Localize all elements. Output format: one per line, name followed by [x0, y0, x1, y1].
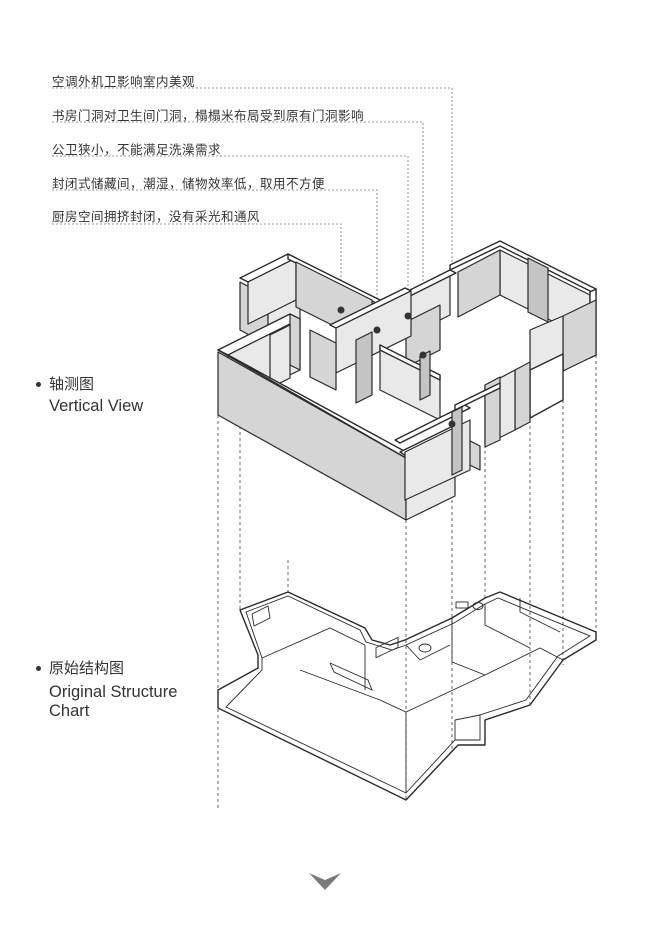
original-structure-plan	[217, 591, 597, 801]
marker-bathroom	[404, 312, 412, 320]
projection-lines	[217, 330, 597, 808]
annotation-leaders	[52, 87, 453, 392]
section-label-axonometric: 轴测图 Vertical View	[36, 373, 143, 416]
original-title-en-line1: Original Structure	[49, 683, 178, 701]
axonometric-title-en: Vertical View	[49, 397, 144, 415]
bullet-dot-icon	[36, 666, 41, 671]
annotation-1: 空调外机卫影响室内美观	[52, 74, 196, 89]
marker-kitchen	[337, 306, 345, 314]
axonometric-title-cn: 轴测图	[49, 375, 95, 393]
annotation-5: 厨房空间拥挤封闭，没有采光和通风	[52, 209, 261, 224]
original-title-en-line2: Chart	[49, 702, 90, 720]
marker-ac-unit	[448, 420, 456, 428]
marker-storage	[373, 326, 381, 334]
chevron-down-icon[interactable]	[309, 873, 341, 890]
original-title-cn: 原始结构图	[49, 659, 125, 677]
axonometric-model	[217, 240, 597, 521]
section-label-original: 原始结构图 Original Structure Chart	[36, 657, 177, 721]
marker-study-door	[419, 351, 427, 359]
annotation-4: 封闭式储藏间，潮湿，储物效率低，取用不方便	[52, 176, 326, 191]
annotation-2: 书房门洞对卫生间门洞，榻榻米布局受到原有门洞影响	[52, 108, 365, 123]
annotation-3: 公卫狭小，不能满足洗澡需求	[52, 142, 222, 157]
bullet-dot-icon	[36, 382, 41, 387]
